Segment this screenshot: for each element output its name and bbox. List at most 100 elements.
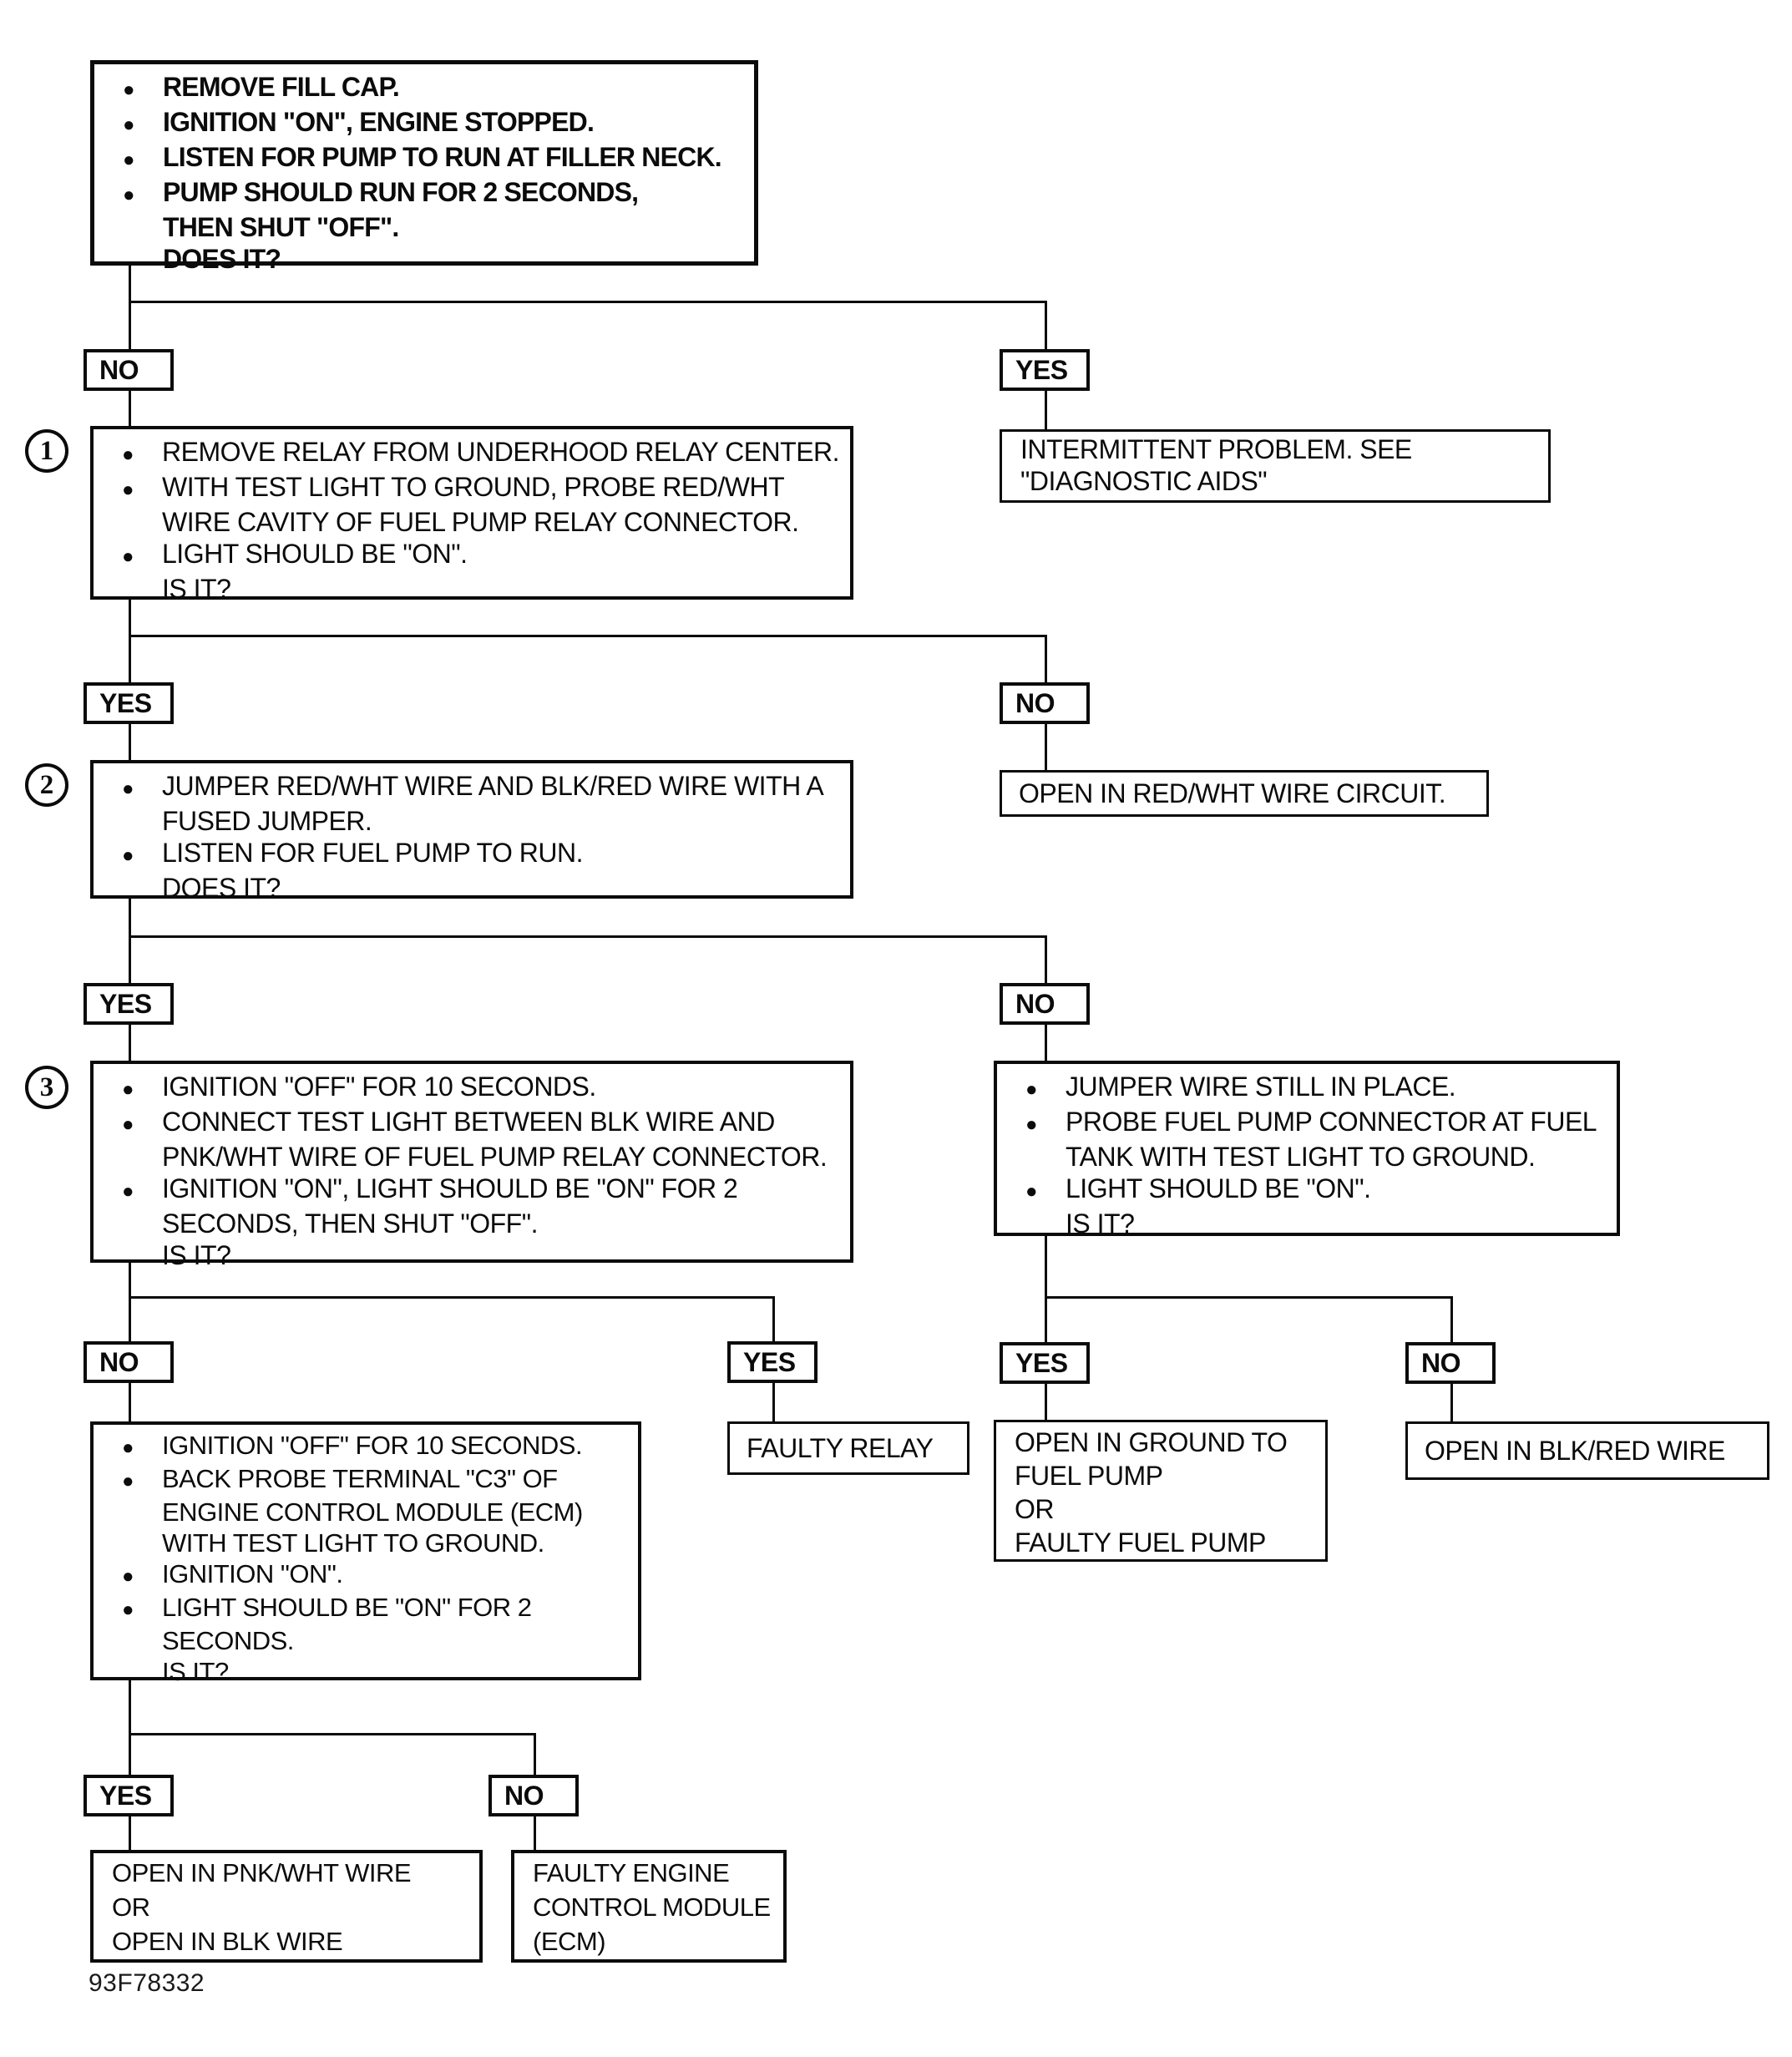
box-line: LIGHT SHOULD BE "ON".: [1002, 1173, 1612, 1208]
box-line: WIRE CAVITY OF FUEL PUMP RELAY CONNECTOR…: [162, 507, 799, 537]
connector-line: [1045, 1025, 1047, 1061]
branch-label-no-5: NO: [488, 1775, 579, 1816]
box-line: CONTROL MODULE: [533, 1892, 771, 1922]
connector-line: [129, 1383, 131, 1421]
branch-label-yes-4-left: YES: [727, 1341, 818, 1383]
connector-line: [129, 301, 1047, 303]
branch-label-yes-2: YES: [84, 682, 174, 724]
branch-label-yes-3: YES: [84, 983, 174, 1025]
box-line: PUMP SHOULD RUN FOR 2 SECONDS,: [99, 176, 749, 211]
box-line: LISTEN FOR FUEL PUMP TO RUN.: [99, 837, 845, 872]
branch-label-yes-1: YES: [1000, 349, 1090, 391]
step-2-box: JUMPER RED/WHT WIRE AND BLK/RED WIRE WIT…: [90, 760, 853, 903]
connector-line: [1045, 1236, 1047, 1299]
connector-line: [129, 265, 131, 303]
connector-line: [772, 1296, 775, 1341]
bullet-icon: [1025, 1173, 1066, 1208]
box-line: BACK PROBE TERMINAL "C3" OF: [99, 1463, 633, 1497]
step-circle-2: 2: [25, 763, 68, 807]
box-line: LISTEN FOR PUMP TO RUN AT FILLER NECK.: [99, 141, 749, 176]
box-line: INTERMITTENT PROBLEM. SEE: [1020, 434, 1412, 464]
bullet-icon: [122, 538, 162, 573]
faulty-ecm-box: FAULTY ENGINE CONTROL MODULE (ECM): [511, 1850, 787, 1963]
box-line: IS IT?: [1066, 1208, 1135, 1239]
bullet-icon: [122, 1430, 162, 1463]
box-line: REMOVE RELAY FROM UNDERHOOD RELAY CENTER…: [99, 436, 845, 471]
box-line: OPEN IN GROUND TO: [1015, 1427, 1288, 1457]
connector-line: [1045, 635, 1047, 682]
box-line: DOES IT?: [163, 244, 281, 274]
connector-line: [129, 935, 131, 983]
open-red-wht-box: OPEN IN RED/WHT WIRE CIRCUIT.: [1000, 770, 1489, 817]
connector-line: [129, 1680, 131, 1735]
intermittent-problem-box: INTERMITTENT PROBLEM. SEE "DIAGNOSTIC AI…: [1000, 429, 1551, 503]
connector-line: [129, 1025, 131, 1061]
bullet-icon: [122, 837, 162, 872]
connector-line: [1045, 935, 1047, 983]
connector-line: [129, 1296, 775, 1299]
bullet-icon: [123, 176, 163, 211]
box-line: PROBE FUEL PUMP CONNECTOR AT FUEL: [1002, 1106, 1612, 1141]
box-line: FUSED JUMPER.: [162, 806, 372, 836]
connector-line: [1045, 301, 1047, 349]
box-line: SECONDS.: [162, 1626, 294, 1655]
box-line: IGNITION "ON", LIGHT SHOULD BE "ON" FOR …: [99, 1173, 845, 1208]
connector-line: [129, 391, 131, 428]
box-line: IS IT?: [162, 1240, 231, 1270]
footer-code: 93F78332: [89, 1969, 205, 1997]
branch-label-no-4-left: NO: [84, 1341, 174, 1383]
connector-line: [129, 1263, 131, 1299]
box-line: TANK WITH TEST LIGHT TO GROUND.: [1066, 1142, 1536, 1172]
box-line: FAULTY FUEL PUMP: [1015, 1528, 1266, 1558]
branch-label-no-3: NO: [1000, 983, 1090, 1025]
connector-line: [129, 600, 131, 637]
box-line: WITH TEST LIGHT TO GROUND, PROBE RED/WHT: [99, 471, 845, 506]
open-ground-box: OPEN IN GROUND TO FUEL PUMP OR FAULTY FU…: [994, 1420, 1328, 1562]
box-line: WITH TEST LIGHT TO GROUND.: [162, 1528, 544, 1558]
box-line: FAULTY ENGINE: [533, 1858, 730, 1887]
branch-label-no-1: NO: [84, 349, 174, 391]
box-line: IGNITION "ON".: [99, 1558, 633, 1592]
start-box: REMOVE FILL CAP. IGNITION "ON", ENGINE S…: [90, 60, 758, 274]
connector-line: [129, 899, 131, 938]
open-pnk-wht-box: OPEN IN PNK/WHT WIRE OR OPEN IN BLK WIRE: [90, 1850, 483, 1963]
connector-line: [1045, 1296, 1453, 1299]
step-circle-1: 1: [25, 429, 68, 473]
box-line: DOES IT?: [162, 873, 281, 903]
connector-line: [1045, 724, 1047, 770]
connector-line: [1450, 1296, 1453, 1342]
bullet-icon: [123, 71, 163, 106]
bullet-icon: [123, 141, 163, 176]
connector-line: [534, 1733, 536, 1775]
box-line: (ECM): [533, 1927, 606, 1956]
box-line: IGNITION "OFF" FOR 10 SECONDS.: [99, 1430, 633, 1463]
connector-line: [129, 724, 131, 760]
connector-line: [1045, 391, 1047, 431]
box-line: REMOVE FILL CAP.: [99, 71, 749, 106]
box-line: IGNITION "ON", ENGINE STOPPED.: [99, 106, 749, 141]
branch-label-no-4-right: NO: [1405, 1342, 1496, 1384]
box-line: OPEN IN BLK WIRE: [112, 1927, 343, 1956]
connector-line: [129, 301, 131, 349]
bullet-icon: [122, 1106, 162, 1141]
bullet-icon: [122, 1463, 162, 1497]
branch-label-yes-5: YES: [84, 1775, 174, 1816]
connector-line: [129, 1816, 131, 1850]
box-line: PNK/WHT WIRE OF FUEL PUMP RELAY CONNECTO…: [162, 1142, 828, 1172]
connector-line: [534, 1816, 536, 1850]
bullet-icon: [122, 471, 162, 506]
bullet-icon: [122, 1173, 162, 1208]
box-line: CONNECT TEST LIGHT BETWEEN BLK WIRE AND: [99, 1106, 845, 1141]
branch-label-no-2: NO: [1000, 682, 1090, 724]
bullet-icon: [122, 770, 162, 805]
connector-line: [129, 635, 1047, 637]
bullet-icon: [1025, 1071, 1066, 1106]
box-line: "DIAGNOSTIC AIDS": [1020, 466, 1268, 496]
box-line: LIGHT SHOULD BE "ON".: [99, 538, 845, 573]
box-line: IS IT?: [162, 574, 231, 604]
bullet-icon: [122, 1071, 162, 1106]
connector-line: [129, 935, 1047, 938]
connector-line: [129, 1733, 131, 1775]
box-line: OR: [112, 1892, 150, 1922]
